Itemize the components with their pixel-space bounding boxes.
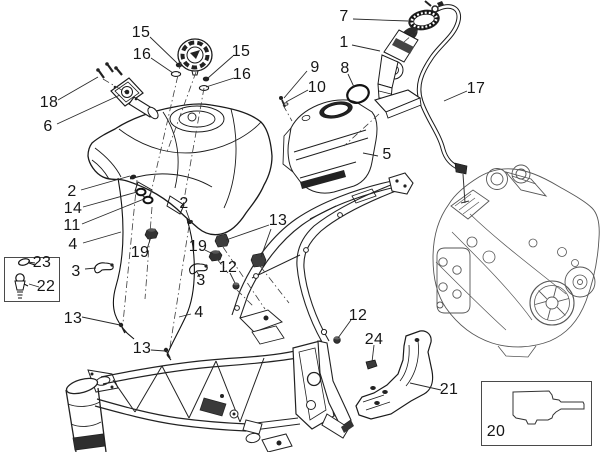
callout-24: 24	[364, 331, 384, 348]
callout-10: 10	[307, 79, 327, 96]
callout-11: 11	[63, 217, 81, 234]
callout-12-right: 12	[348, 307, 368, 324]
washer-15-left	[175, 62, 183, 68]
callout-12-left: 12	[218, 259, 238, 276]
callout-15-right: 15	[231, 43, 251, 60]
fuel-tank-drawing	[87, 103, 273, 236]
callout-9: 9	[310, 59, 320, 76]
ring-23-icon	[18, 258, 36, 266]
callout-14: 14	[63, 200, 83, 217]
callout-5: 5	[382, 146, 392, 163]
callout-16-left: 16	[132, 46, 152, 63]
clutch-spokes	[534, 285, 570, 321]
filler-neck-6	[96, 62, 159, 120]
callout-4-mid: 4	[194, 304, 204, 321]
fuel-hose-17	[416, 0, 470, 204]
callout-16-right: 16	[232, 66, 252, 83]
spacer-14	[135, 187, 147, 197]
nut-19-right	[208, 250, 223, 262]
callout-17: 17	[466, 80, 486, 97]
pump-lock-ring-7	[408, 9, 440, 31]
bushing-11	[142, 195, 154, 205]
fuel-pump-assembly-1	[279, 9, 440, 119]
screw-13-bottom-left	[118, 322, 126, 334]
callout-13-bottom: 13	[132, 340, 152, 357]
assembly-axis-lines	[102, 27, 421, 348]
tank-pad-outline	[512, 390, 585, 425]
callout-3-right: 3	[196, 272, 206, 289]
mount-13-left	[214, 233, 230, 248]
bolt-12-right	[333, 336, 341, 344]
callout-2-left: 2	[67, 183, 77, 200]
clip-3-left	[94, 262, 114, 274]
small-hardware	[94, 177, 378, 370]
callout-3-left: 3	[71, 263, 81, 280]
callout-22: 22	[36, 278, 56, 295]
callout-19-left: 19	[130, 244, 150, 261]
main-frame-drawing	[65, 309, 354, 452]
hose-fitting-bottom	[454, 162, 470, 204]
screw-9-10	[279, 96, 289, 108]
callout-20: 20	[486, 423, 506, 440]
sensor-22-icon	[14, 273, 29, 299]
guard-panel-21	[355, 330, 434, 420]
hose-4-left	[112, 177, 135, 340]
callout-19-right: 19	[188, 238, 208, 255]
callout-8: 8	[340, 60, 350, 77]
pad-inset-box	[481, 381, 592, 446]
callout-15-left: 15	[131, 24, 151, 41]
cap-logo	[190, 50, 200, 59]
fuel-cap-drawing	[170, 38, 213, 91]
bolt-12-left	[232, 282, 240, 290]
callout-2-mid: 2	[179, 195, 189, 212]
clip-3-right	[189, 263, 208, 275]
callout-13-right: 13	[268, 212, 288, 229]
callout-1: 1	[339, 34, 349, 51]
callout-21: 21	[439, 381, 459, 398]
leader-lines	[27, 18, 468, 391]
neck-screws-18	[96, 62, 123, 79]
callout-7: 7	[339, 8, 349, 25]
clip-24	[365, 359, 378, 370]
callout-4-left: 4	[68, 236, 78, 253]
hardware-inset-box	[4, 257, 60, 302]
washer-15-right	[202, 76, 210, 82]
engine-drawing	[432, 164, 600, 358]
callout-13-left: 13	[63, 310, 83, 327]
callout-23: 23	[32, 254, 52, 271]
subframe-drawing	[231, 172, 414, 343]
inner-tank-5	[282, 99, 378, 194]
mount-13-right	[250, 252, 267, 268]
callout-6: 6	[43, 118, 53, 135]
nut-19-left	[144, 228, 159, 240]
o-ring-8	[346, 84, 370, 104]
callout-18: 18	[39, 94, 59, 111]
